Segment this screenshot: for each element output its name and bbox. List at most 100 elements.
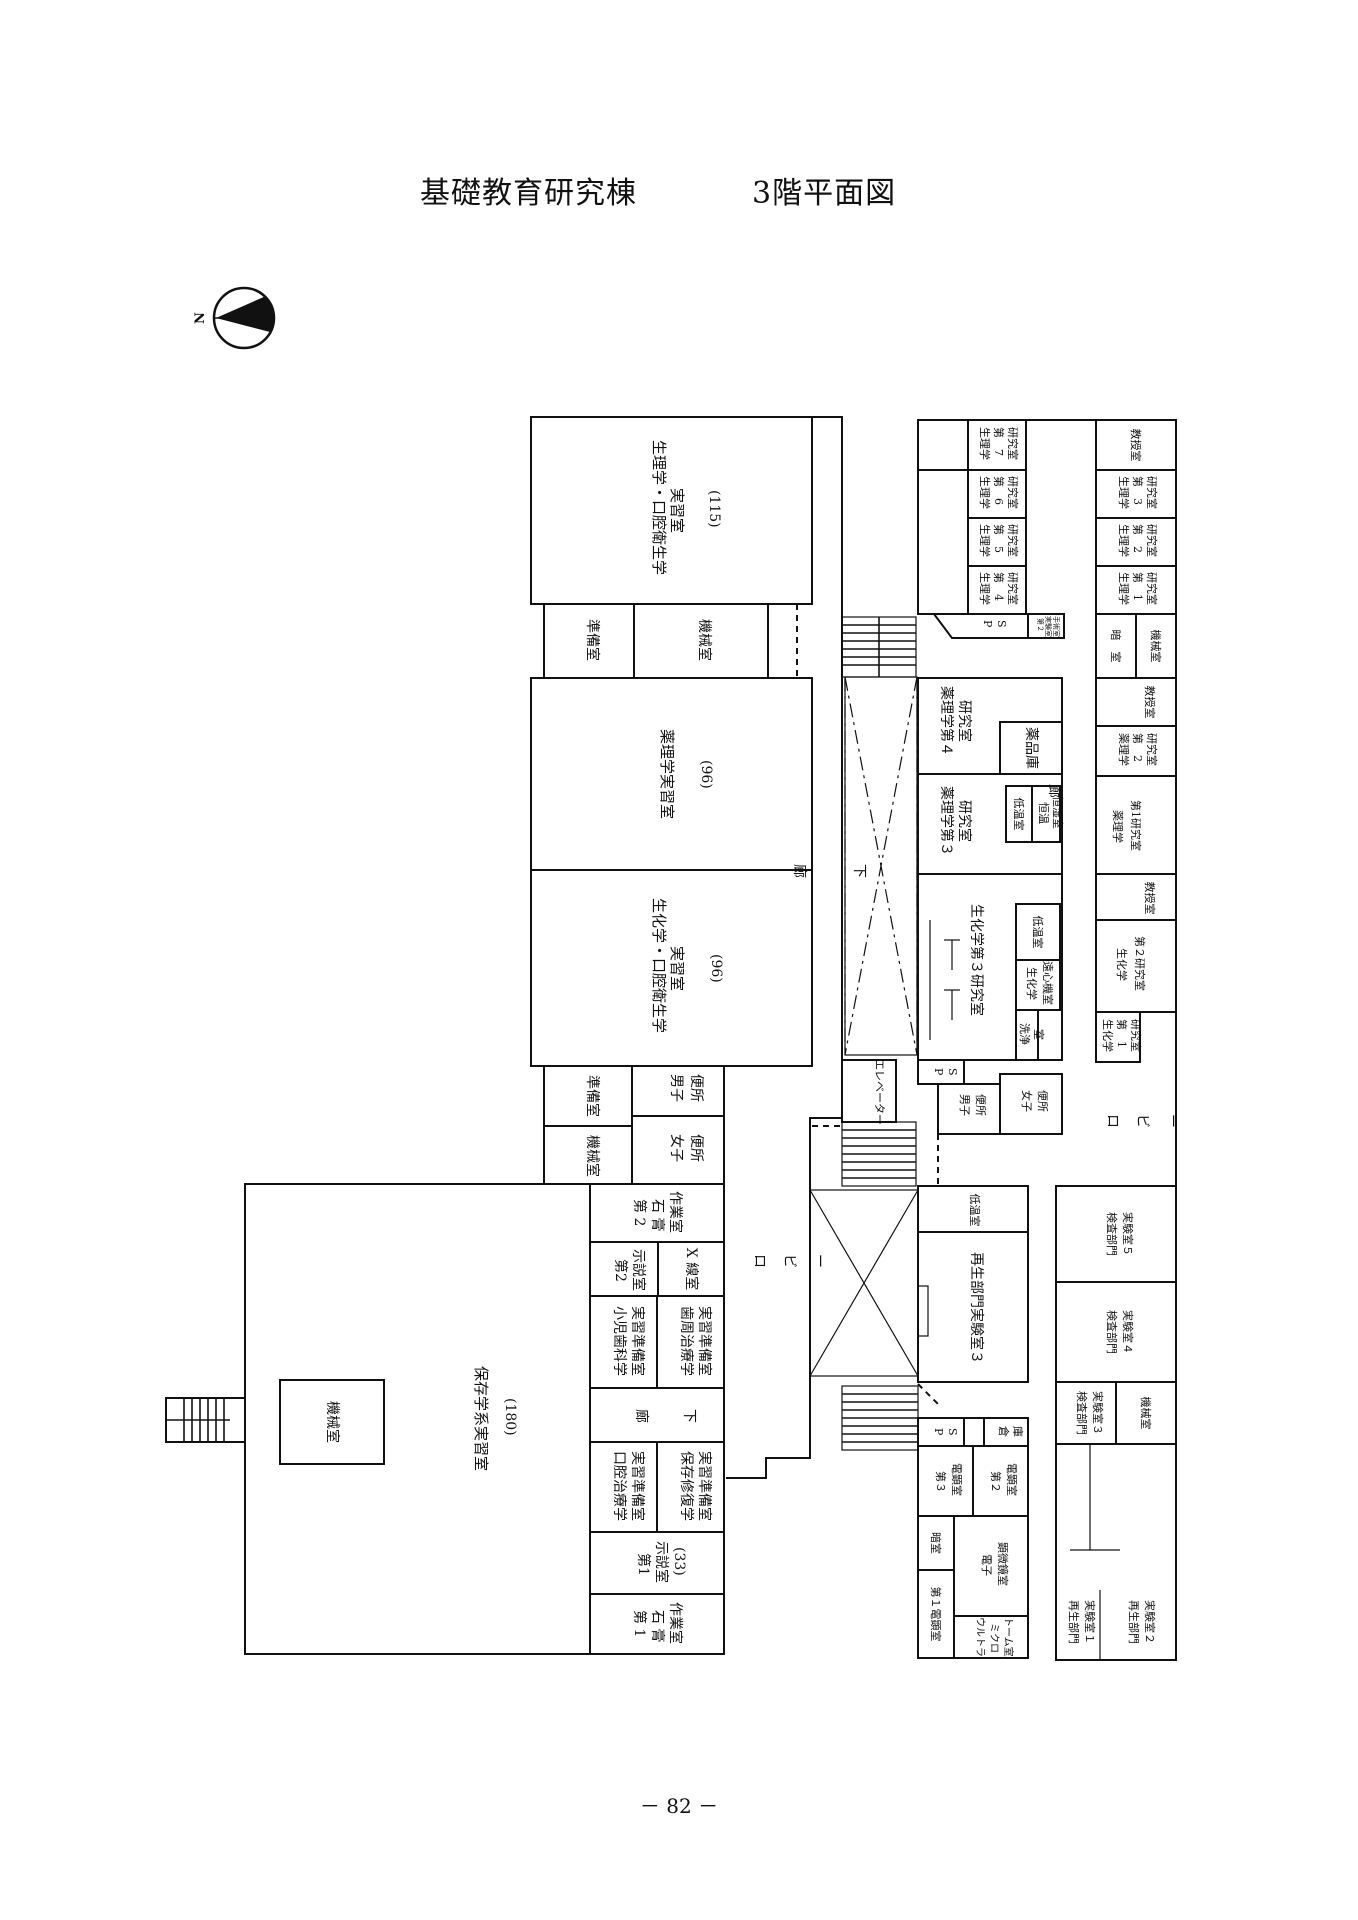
label-ps-top-2: S — [995, 620, 1008, 628]
room-teion-seika — [1015, 903, 1061, 961]
label-ultra-2: ミクロ — [988, 1623, 1000, 1653]
label-jikken-small-2: 実験室 — [1044, 616, 1053, 637]
label-seiri-kokueisei-cap: (115) — [706, 490, 722, 528]
label-kyoju-yakuri: 教授室 — [1143, 686, 1157, 719]
label-junbi-top: 準備室 — [584, 619, 601, 661]
room-seika1 — [1095, 1011, 1141, 1063]
label-seiri6-3: 研究室 — [1006, 476, 1020, 509]
label-rouka-l-1: 廊 — [633, 1409, 650, 1423]
label-lobby-left-1: ロ — [751, 1254, 767, 1268]
room-danshi-benjo-r — [937, 1083, 1001, 1135]
room-seika-kokueisei — [530, 869, 813, 1067]
label-yakuri-jisshu: 薬理学実習室 — [658, 729, 676, 819]
room-junbi-top — [543, 603, 635, 679]
room-yakuri1 — [1095, 775, 1177, 875]
room-seiri-kokueisei — [530, 416, 813, 605]
page-title-building: 基礎教育研究棟 — [420, 176, 637, 211]
label-seiri4-2: 第 4 — [992, 572, 1006, 601]
label-sekko2-1: 第 2 — [631, 1199, 648, 1226]
corridor-left — [589, 1387, 725, 1443]
room-seiri4 — [967, 565, 1027, 615]
label-sekko1-2: 石 膏 — [649, 1610, 666, 1642]
room-seiri5 — [967, 517, 1027, 567]
room-teion-yakuri — [1005, 785, 1033, 843]
label-koku-chiryo-1: 口腔治療学 — [611, 1451, 628, 1521]
room-denken1 — [917, 1569, 955, 1659]
label-yakuri3-1: 薬理学第３ — [938, 786, 955, 856]
label-seika3: 生化学第３研究室 — [968, 904, 985, 1016]
label-yakuhin: 薬品庫 — [1023, 727, 1040, 769]
compass-letter: N — [193, 312, 208, 324]
label-danshi-l-1: 男子 — [668, 1074, 684, 1102]
label-seiri2-2: 第 2 — [1131, 524, 1145, 553]
label-shoni-1: 小児歯科学 — [611, 1306, 627, 1376]
label-denken3-2: 電顕室 — [950, 1463, 964, 1496]
label-souko-1: 倉 — [997, 1426, 1011, 1437]
label-kikai-r: 機械室 — [1149, 630, 1163, 663]
label-hozon-jisshu-cap: (180) — [502, 1398, 518, 1436]
label-ps-bot-1: P — [932, 1428, 945, 1436]
label-yakuri3-2: 研究室 — [956, 800, 973, 842]
room-koon — [1031, 785, 1061, 843]
stair-bottom — [841, 1385, 919, 1451]
room-yakuri2 — [1095, 725, 1177, 777]
label-yakuri4-2: 研究室 — [956, 700, 973, 742]
label-lobby-right-1: ロ — [1104, 1114, 1120, 1128]
label-lobby-right-3: ー — [1164, 1114, 1180, 1128]
label-lobby-left-3: ー — [811, 1254, 827, 1268]
page-number: － 82 － — [639, 1794, 719, 1818]
room-hozon-shufuku — [656, 1441, 725, 1533]
label-rouka-l-2: 下 — [681, 1409, 697, 1423]
label-joshi-r-2: 便所 — [1036, 1090, 1049, 1112]
label-seika-kokueisei-cap: (96) — [708, 954, 724, 983]
room-souko — [983, 1417, 1029, 1447]
label-jikken-small-3: 手術室 — [1052, 616, 1061, 637]
label-jiden1-2: 示説室 — [653, 1541, 670, 1583]
label-kyoju-seiri: 教授室 — [1129, 429, 1143, 462]
room-kyoju-yakuri — [1095, 677, 1177, 727]
label-saisei1-2: 実験室１ — [1083, 1600, 1097, 1644]
room-senjo — [1015, 1009, 1039, 1061]
label-seiri1-1: 生理学 — [1117, 572, 1131, 605]
label-koku-chiryo-2: 実習準備室 — [629, 1451, 646, 1521]
room-sekko2 — [589, 1183, 725, 1243]
label-seiri3-1: 生理学 — [1117, 476, 1131, 509]
label-seiri4-1: 生理学 — [978, 572, 992, 605]
label-lobby-left-2: ビ — [781, 1254, 797, 1268]
room-joshi-benjo-r — [999, 1073, 1063, 1135]
label-denshi-kenbi-2: 顕微鏡室 — [996, 1542, 1010, 1586]
label-seika1-3: 研究室 — [1129, 1019, 1143, 1052]
label-ps-mid-1: P — [932, 1068, 945, 1076]
label-teion-yakuri: 低温室 — [1012, 798, 1026, 831]
room-denshi-kenbi — [953, 1515, 1029, 1617]
room-saisei3 — [917, 1231, 1029, 1383]
room-kikai-kensa — [1115, 1381, 1177, 1445]
label-ps-bot-2: S — [946, 1428, 959, 1436]
label-kikai-big: 機械室 — [324, 1401, 341, 1443]
label-kikai-kensa: 機械室 — [1139, 1397, 1153, 1430]
room-seika2 — [1095, 919, 1177, 1013]
label-seika1-2: 第 1 — [1115, 1019, 1129, 1048]
label-hozon-shufuku-1: 保存修復学 — [678, 1451, 695, 1521]
label-seiri-kokueisei-1: 生理学・口腔衛生学 — [650, 440, 668, 575]
room-joshi-benjo-l — [631, 1115, 725, 1185]
label-ps-mid-2: S — [946, 1068, 959, 1076]
label-jiden2-1: 第2 — [612, 1259, 629, 1282]
room-seika-enshin — [1015, 959, 1061, 1011]
label-koon-1: 恒温 — [1037, 802, 1050, 824]
label-seika-enshin-2: 遠心機室 — [1041, 961, 1055, 1005]
label-shoni-2: 実習準備室 — [629, 1306, 646, 1376]
label-seiri6-2: 第 6 — [992, 476, 1006, 505]
label-sekko1-1: 第 1 — [631, 1610, 648, 1637]
label-seika-enshin-1: 生化学 — [1025, 967, 1039, 1000]
label-kensa5-2: 実験室５ — [1121, 1212, 1135, 1256]
label-saisei1-1: 再生部門 — [1067, 1600, 1081, 1644]
room-xsen — [657, 1241, 725, 1297]
label-denken2-2: 電顕室 — [1005, 1463, 1019, 1496]
room-shoni — [589, 1295, 658, 1389]
label-rouka-center-1: 廊 — [791, 864, 808, 878]
label-danshi-r-2: 便所 — [974, 1094, 987, 1116]
label-xsen: X 線室 — [683, 1248, 700, 1290]
label-seika-kokueisei-2: 実習室 — [668, 946, 686, 991]
